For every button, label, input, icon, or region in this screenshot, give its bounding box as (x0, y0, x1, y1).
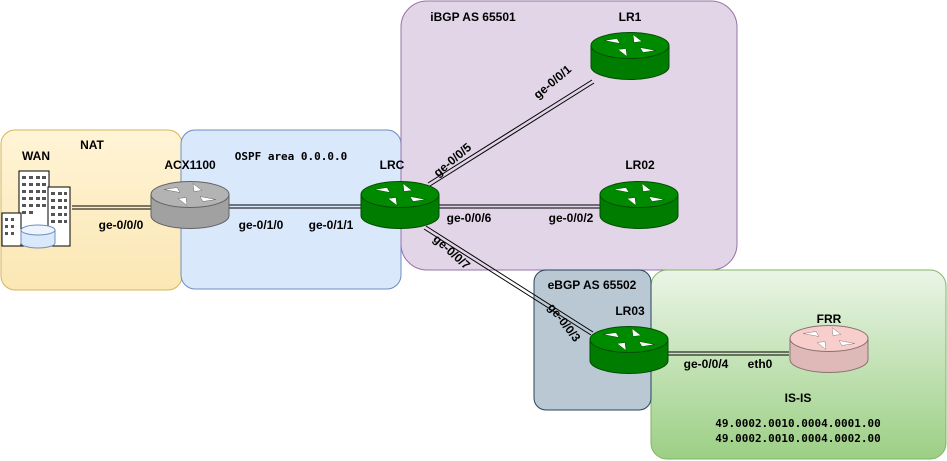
acx-router-icon (150, 181, 230, 229)
link-wan-acx (72, 205, 152, 210)
isis-region-label: IS-IS (785, 391, 812, 405)
ibgp-region-label: iBGP AS 65501 (430, 10, 516, 24)
if-lrc-lr02: ge-0/0/6 (447, 211, 492, 225)
if-wan-acx: ge-0/0/0 (99, 218, 144, 232)
link-lrc-lr1 (427, 79, 595, 187)
lr03-router-icon (589, 326, 669, 374)
link-acx-lrc (228, 204, 362, 209)
lr03-label: LR03 (615, 304, 645, 318)
ospf-region-label: OSPF area 0.0.0.0 (235, 150, 348, 163)
frr-router-icon (789, 325, 869, 373)
link-lrc-lr02 (438, 204, 601, 209)
ibgp-region (400, 0, 738, 271)
if-lr03-frr: ge-0/0/4 (684, 357, 729, 371)
isis-net-1: 49.0002.0010.0004.0001.00 (715, 417, 881, 430)
lr02-router-icon (599, 181, 679, 229)
wan-label: WAN (22, 149, 50, 163)
isis-net-2: 49.0002.0010.0004.0002.00 (715, 432, 881, 445)
lr1-label: LR1 (619, 10, 642, 24)
lr1-router-icon (590, 32, 670, 80)
if-acx-lrc: ge-0/1/0 (239, 218, 284, 232)
links (72, 79, 789, 356)
link-lrc-lr03 (423, 225, 594, 336)
lrc-label: LRC (380, 158, 405, 172)
link-lr03-frr (667, 351, 789, 356)
ebgp-region-label: eBGP AS 65502 (548, 278, 637, 292)
wan-buildings-icon (1, 170, 71, 249)
acx-label: ACX1100 (164, 158, 216, 172)
lrc-router-icon (360, 181, 440, 229)
frr-label: FRR (817, 312, 842, 326)
if-frr-lr03: eth0 (748, 357, 773, 371)
lr02-label: LR02 (625, 158, 655, 172)
if-lr02-lrc: ge-0/0/2 (549, 211, 594, 225)
if-lrc-acx: ge-0/1/1 (309, 218, 354, 232)
nat-region-label: NAT (80, 138, 104, 152)
